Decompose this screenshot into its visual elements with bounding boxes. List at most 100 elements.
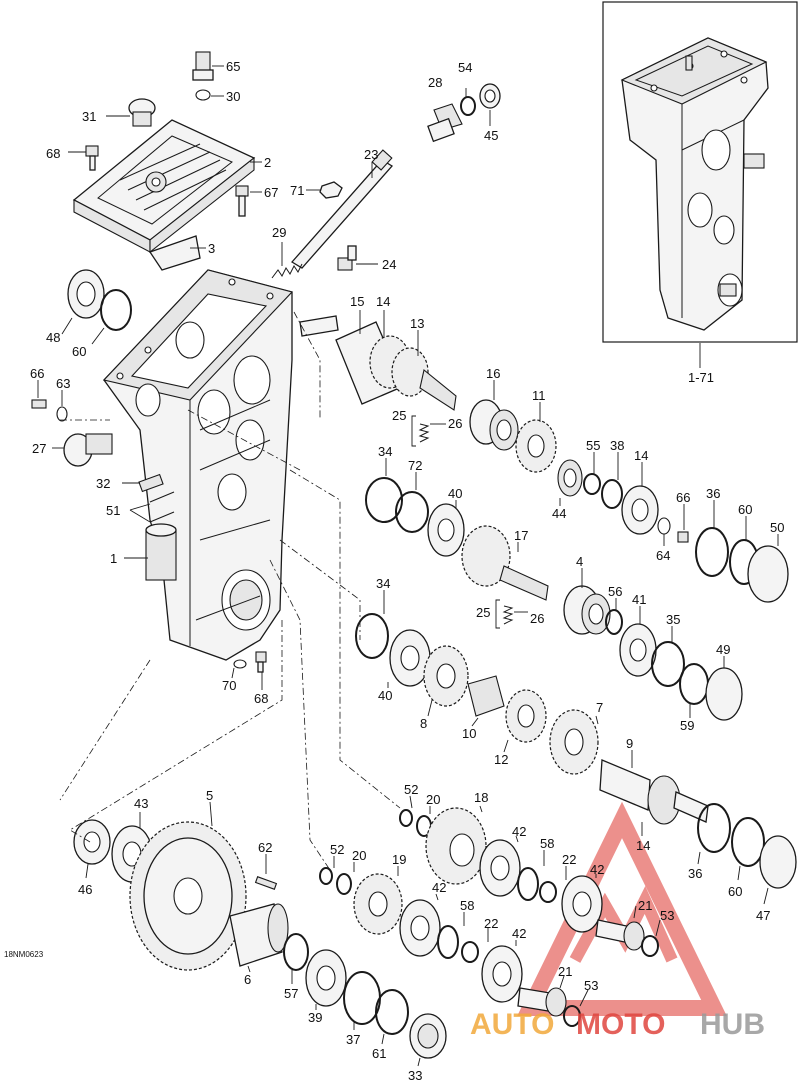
top-cover-assembly (68, 51, 262, 271)
callout-18: 18 (474, 790, 488, 805)
callout-52-a: 52 (404, 782, 418, 797)
housing-left-side-parts (31, 269, 132, 467)
callout-38: 38 (610, 438, 624, 453)
callout-21-a: 21 (638, 898, 652, 913)
callout-36-a: 36 (706, 486, 720, 501)
callout-56: 56 (608, 584, 622, 599)
callout-2: 2 (264, 155, 271, 170)
callout-22-a: 22 (562, 852, 576, 867)
callout-53-b: 53 (584, 978, 598, 993)
callout-35: 35 (666, 612, 680, 627)
callout-26-b: 26 (530, 611, 544, 626)
callout-8: 8 (420, 716, 427, 731)
callout-9: 9 (626, 736, 633, 751)
callout-34-a: 34 (378, 444, 392, 459)
callout-60-b: 60 (738, 502, 752, 517)
callout-49: 49 (716, 642, 730, 657)
assembly-inset: 1-71 (602, 1, 798, 385)
callout-53-a: 53 (660, 908, 674, 923)
callout-68: 68 (46, 146, 60, 161)
watermark-triangle-icon (517, 801, 727, 1016)
callout-37: 37 (346, 1032, 360, 1047)
transmission-housing (102, 269, 294, 690)
callout-42-c: 42 (432, 880, 446, 895)
callout-14-a: 14 (376, 294, 390, 309)
lower-left-gear-group (73, 801, 447, 1067)
callout-20-a: 20 (426, 792, 440, 807)
callout-52-b: 52 (330, 842, 344, 857)
callout-14-b: 14 (634, 448, 648, 463)
callout-1: 1 (110, 551, 117, 566)
callout-40-a: 40 (448, 486, 462, 501)
callout-28: 28 (428, 75, 442, 90)
callout-41: 41 (632, 592, 646, 607)
callout-62: 62 (258, 840, 272, 855)
bearing-row-middle (355, 568, 743, 825)
callout-54: 54 (458, 60, 472, 75)
callout-50: 50 (770, 520, 784, 535)
callout-4: 4 (576, 554, 583, 569)
callout-59: 59 (680, 718, 694, 733)
callout-39: 39 (308, 1010, 322, 1025)
callout-26-a: 26 (448, 416, 462, 431)
callout-58-a: 58 (540, 836, 554, 851)
callout-42-d: 42 (512, 926, 526, 941)
callout-42-a: 42 (512, 824, 526, 839)
callout-61: 61 (372, 1046, 386, 1061)
callout-66-b: 66 (676, 490, 690, 505)
lower-right-gear-group (319, 795, 797, 1027)
watermark-text-hub: HUB (700, 1008, 765, 1041)
callout-12: 12 (494, 752, 508, 767)
callout-32: 32 (96, 476, 110, 491)
callout-21-b: 21 (558, 964, 572, 979)
callout-40-b: 40 (378, 688, 392, 703)
callout-19: 19 (392, 852, 406, 867)
callout-63: 63 (56, 376, 70, 391)
watermark-text-moto: MOTO (576, 1008, 665, 1041)
callout-30: 30 (226, 89, 240, 104)
callout-7: 7 (596, 700, 603, 715)
callout-23: 23 (364, 147, 378, 162)
callout-labels: 65 30 31 68 2 67 3 28 54 45 23 71 29 24 … (4, 59, 784, 1083)
callout-6: 6 (244, 972, 251, 987)
callout-72: 72 (408, 458, 422, 473)
watermark-logo (517, 801, 727, 1016)
callout-13: 13 (410, 316, 424, 331)
callout-29: 29 (272, 225, 286, 240)
callout-45: 45 (484, 128, 498, 143)
callout-55: 55 (586, 438, 600, 453)
callout-10: 10 (462, 726, 476, 741)
callout-46: 46 (78, 882, 92, 897)
callout-14-c: 14 (636, 838, 650, 853)
callout-22-b: 22 (484, 916, 498, 931)
callout-51: 51 (106, 503, 120, 518)
assembly-guide-lines (59, 311, 401, 871)
callout-68-b: 68 (254, 691, 268, 706)
callout-20-b: 20 (352, 848, 366, 863)
callout-16: 16 (486, 366, 500, 381)
callout-25-a: 25 (392, 408, 406, 423)
callout-25-b: 25 (476, 605, 490, 620)
callout-36-b: 36 (688, 866, 702, 881)
callout-66-a: 66 (30, 366, 44, 381)
callout-11: 11 (532, 388, 546, 403)
watermark-text-auto: AUTO (470, 1008, 554, 1041)
assembled-transmission-drawing (620, 37, 769, 331)
callout-17: 17 (514, 528, 528, 543)
callout-58-b: 58 (460, 898, 474, 913)
callout-43: 43 (134, 796, 148, 811)
callout-3: 3 (208, 241, 215, 256)
callout-60-a: 60 (72, 344, 86, 359)
callout-64: 64 (656, 548, 670, 563)
callout-15: 15 (350, 294, 364, 309)
callout-24: 24 (382, 257, 396, 272)
inset-part-range-label: 1-71 (688, 370, 714, 385)
shift-shaft-group (271, 83, 501, 279)
bearing-row-upper (365, 452, 789, 603)
callout-67: 67 (264, 185, 278, 200)
drawing-code: 18NM0623 (4, 950, 44, 959)
callout-33: 33 (408, 1068, 422, 1083)
callout-44: 44 (552, 506, 566, 521)
callout-70: 70 (222, 678, 236, 693)
